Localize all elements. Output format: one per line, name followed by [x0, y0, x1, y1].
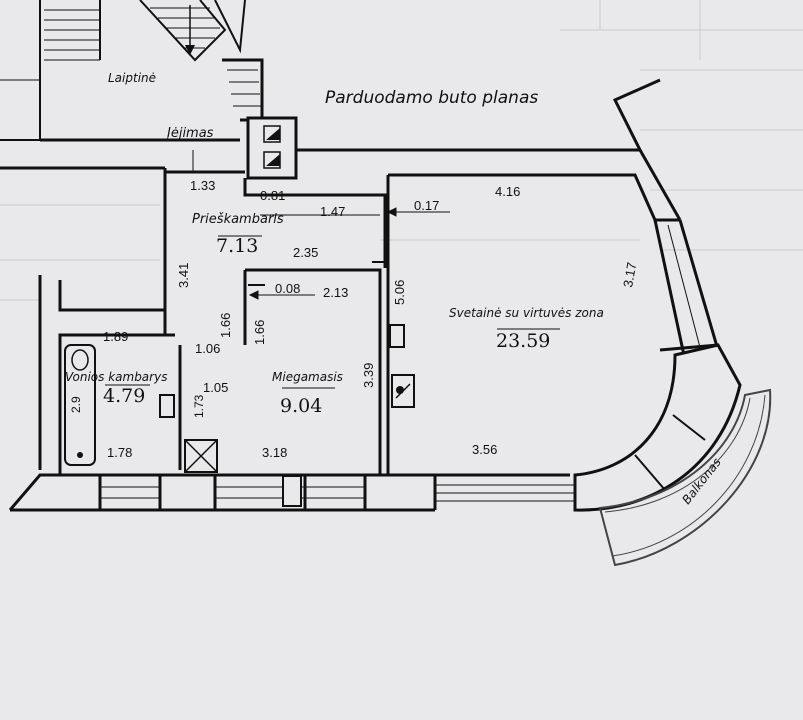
staircase — [0, 0, 264, 142]
living-area: 23.59 — [496, 330, 550, 352]
dim-3-41: 3.41 — [176, 263, 191, 288]
bathroom-area: 4.79 — [103, 385, 145, 407]
windows-bottom — [100, 484, 575, 502]
doors — [179, 261, 385, 365]
plan-title: Parduodamo buto planas — [325, 88, 538, 108]
dim-3-18: 3.18 — [262, 445, 287, 460]
dim-4-16: 4.16 — [495, 184, 520, 199]
entrance-label: Įėjimas — [166, 126, 214, 141]
switch-icon — [389, 324, 415, 408]
dim-1-73: 1.73 — [192, 394, 206, 418]
bathroom-label: Vonios kambarys — [65, 370, 167, 384]
ventilation-shaft-icon — [184, 439, 218, 473]
hallway-label: Prieškambaris — [192, 212, 284, 227]
background-table-lines — [0, 0, 803, 301]
dim-2-9: 2.9 — [69, 396, 83, 413]
bathtub — [64, 344, 175, 466]
bedroom-label: Miegamasis — [272, 370, 343, 384]
dim-3-39: 3.39 — [361, 363, 376, 388]
dim-1-66-a: 1.66 — [218, 313, 233, 338]
dim-1-47: 1.47 — [320, 204, 345, 219]
dimension-lines — [105, 150, 560, 389]
walls — [0, 78, 680, 512]
dim-0-08: 0.08 — [275, 281, 300, 296]
dim-2-13: 2.13 — [323, 285, 348, 300]
dim-1-89: 1.89 — [103, 329, 128, 344]
dim-1-05: 1.05 — [203, 380, 228, 395]
dim-0-81: 0.81 — [260, 188, 285, 203]
dim-3-56: 3.56 — [472, 442, 497, 457]
bedroom-area: 9.04 — [280, 395, 322, 417]
stairwell-label: Laiptinė — [108, 71, 156, 85]
balcony — [598, 388, 772, 567]
arrow-down-icon — [185, 5, 195, 55]
hallway-area: 7.13 — [216, 235, 258, 257]
bay-window — [573, 149, 742, 512]
dim-3-17: 3.17 — [620, 261, 639, 289]
dim-0-17: 0.17 — [414, 198, 439, 213]
dim-2-35: 2.35 — [293, 245, 318, 260]
living-label: Svetainė su virtuvės zona — [449, 306, 604, 320]
dim-1-66-b: 1.66 — [252, 320, 267, 345]
dim-1-06: 1.06 — [195, 341, 220, 356]
electric-panel-icon — [246, 116, 298, 180]
dim-1-33: 1.33 — [190, 178, 215, 193]
dim-5-06: 5.06 — [392, 280, 407, 305]
dim-1-78: 1.78 — [107, 445, 132, 460]
